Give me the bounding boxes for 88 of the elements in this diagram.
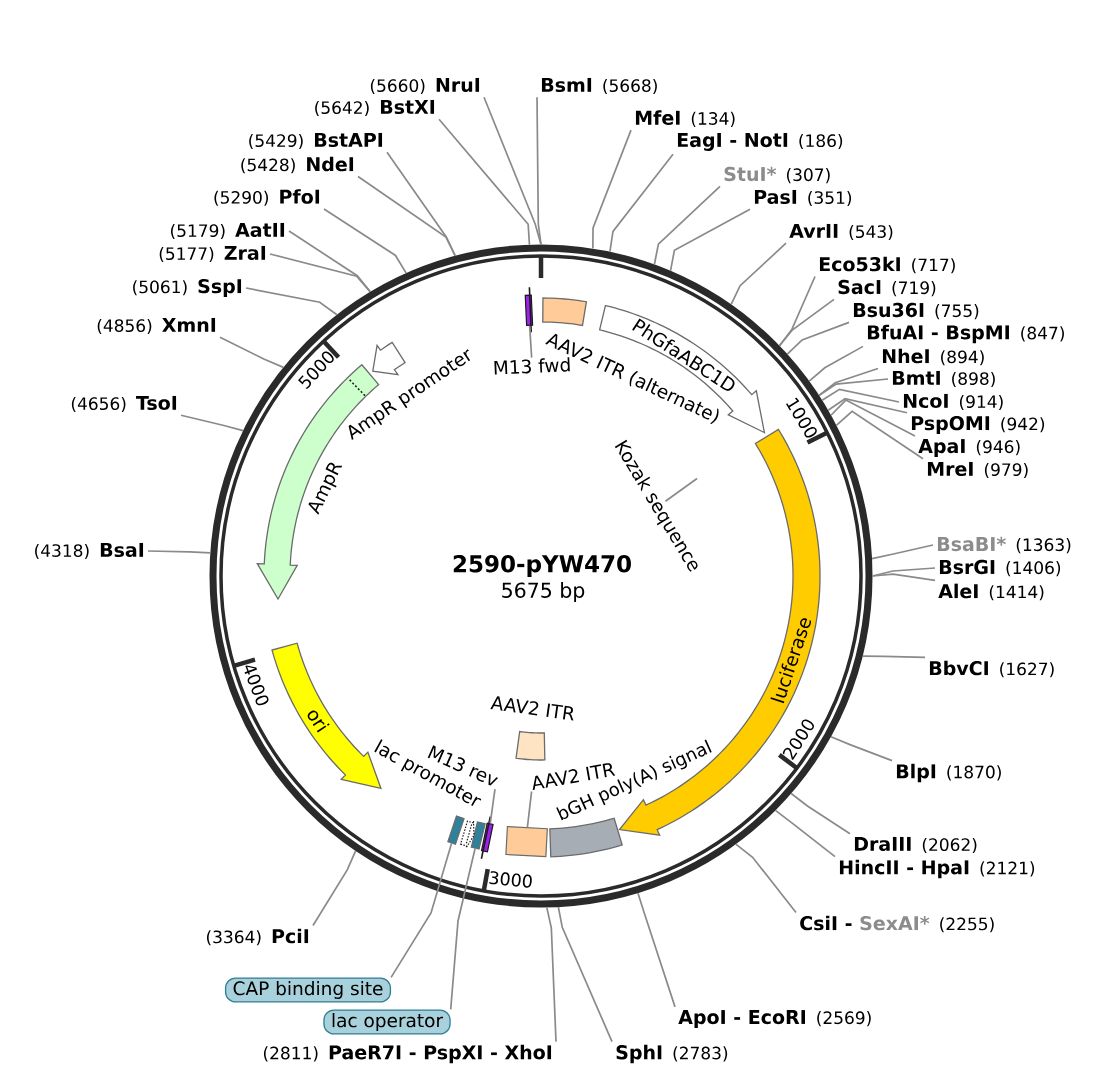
- tick-label: 3000: [489, 871, 532, 888]
- site-label: (4656) TsoI: [71, 395, 177, 413]
- site-label: (5429) BstAPI: [249, 132, 383, 150]
- leader-line: [288, 230, 372, 293]
- leader-line: [861, 655, 926, 659]
- leader-line: [449, 847, 476, 1011]
- leader-line: [438, 118, 531, 246]
- leader-line: [774, 809, 836, 858]
- leader-line: [835, 410, 924, 460]
- leader-line: [827, 397, 908, 414]
- leader-line: [735, 843, 797, 914]
- leader-line: [545, 906, 557, 1043]
- site-label: (5428) NdeI: [241, 156, 354, 174]
- site-label: (5642) BstXI: [315, 99, 435, 117]
- site-label: BsmI (5668): [541, 77, 657, 95]
- leader-line: [312, 849, 357, 927]
- leader-line: [536, 96, 542, 246]
- site-label: NheI (894): [882, 348, 984, 366]
- site-label: SphI (2783): [616, 1044, 728, 1064]
- site-label: (5660) NruI: [370, 77, 480, 95]
- leader-line: [821, 388, 900, 403]
- site-label: AvrII (543): [789, 223, 893, 241]
- leader-line: [653, 185, 721, 266]
- site-label: (5179) AatII: [171, 222, 285, 240]
- site-label: (3364) PciI: [207, 928, 309, 946]
- site-label: MreI (979): [927, 461, 1028, 479]
- site-label: HincII - HpaI (2121): [839, 859, 1035, 879]
- leader-line: [557, 906, 613, 1043]
- leader-line: [245, 287, 338, 316]
- plasmid-size: 5675 bp: [502, 582, 585, 602]
- site-label: (5061) SspI: [133, 278, 242, 297]
- marker-bar: [524, 286, 534, 333]
- feature-box: [470, 821, 486, 850]
- leader-line: [730, 242, 787, 306]
- leader-line: [790, 792, 851, 835]
- site-label: (4318) BsaI: [35, 542, 144, 560]
- site-label: CsiI - SexAI* (2255): [800, 915, 994, 933]
- leader-line: [219, 336, 285, 369]
- leader-line: [147, 550, 212, 554]
- site-label: BmtI (898): [892, 370, 995, 388]
- site-label: (2811) PaeR7I - PspXI - XhoI: [263, 1044, 552, 1064]
- leader-line: [526, 790, 533, 828]
- leader-line: [830, 399, 916, 437]
- site-label: ApoI - EcoRI (2569): [678, 1010, 871, 1028]
- leader-line: [592, 129, 632, 250]
- site-label: (4856) XmnI: [97, 317, 216, 335]
- leader-line: [386, 151, 457, 257]
- leader-line: [323, 208, 408, 274]
- leader-line: [830, 735, 893, 762]
- leader-line: [390, 842, 453, 979]
- leader-line: [871, 544, 934, 560]
- leader-line: [180, 414, 244, 432]
- feature-tag: lac operator: [323, 1009, 451, 1035]
- site-label: DraIII (2062): [854, 836, 977, 853]
- leader-line: [637, 892, 676, 1008]
- feature-box: [447, 815, 465, 845]
- site-label: StuI* (307): [724, 166, 830, 184]
- feature-box: AAV2 ITR: [490, 696, 574, 761]
- site-label: (5290) PfoI: [214, 189, 320, 206]
- leader-line: [808, 345, 864, 382]
- site-label: BbvCI (1627): [929, 660, 1054, 678]
- leader-line: [818, 378, 889, 397]
- site-label: PasI (351): [754, 189, 852, 207]
- feature-tag: CAP binding site: [224, 977, 392, 1003]
- leader-line: [664, 477, 698, 503]
- leader-line: [609, 153, 674, 253]
- site-label: AleI (1414): [938, 583, 1044, 601]
- site-label: BfuAI - BspMI (847): [867, 324, 1064, 344]
- leader-line: [786, 321, 850, 356]
- site-label: Eco53kI (717): [819, 256, 955, 274]
- site-label: Bsu36I (755): [853, 302, 979, 320]
- site-label: SacI (719): [838, 279, 936, 297]
- leader-line: [778, 298, 835, 347]
- leader-line: [528, 325, 533, 359]
- site-label: BlpI (1870): [896, 763, 1001, 783]
- site-label: BsrGI (1406): [939, 559, 1061, 577]
- leader-line: [871, 573, 936, 582]
- site-label: PspOMI (942): [911, 415, 1045, 434]
- site-label: ApaI (946): [918, 439, 1020, 457]
- site-label: NcoI (914): [903, 393, 1003, 411]
- site-label: MfeI (134): [635, 110, 735, 127]
- site-label: BsaBI* (1363): [937, 536, 1071, 554]
- node-label: AAV2 ITR: [490, 696, 574, 721]
- leader-line: [669, 208, 751, 272]
- feature-box: [505, 825, 548, 858]
- site-label: (5177) ZraI: [159, 245, 266, 263]
- leader-line: [489, 788, 496, 825]
- site-label: EagI - NotI (186): [677, 133, 843, 151]
